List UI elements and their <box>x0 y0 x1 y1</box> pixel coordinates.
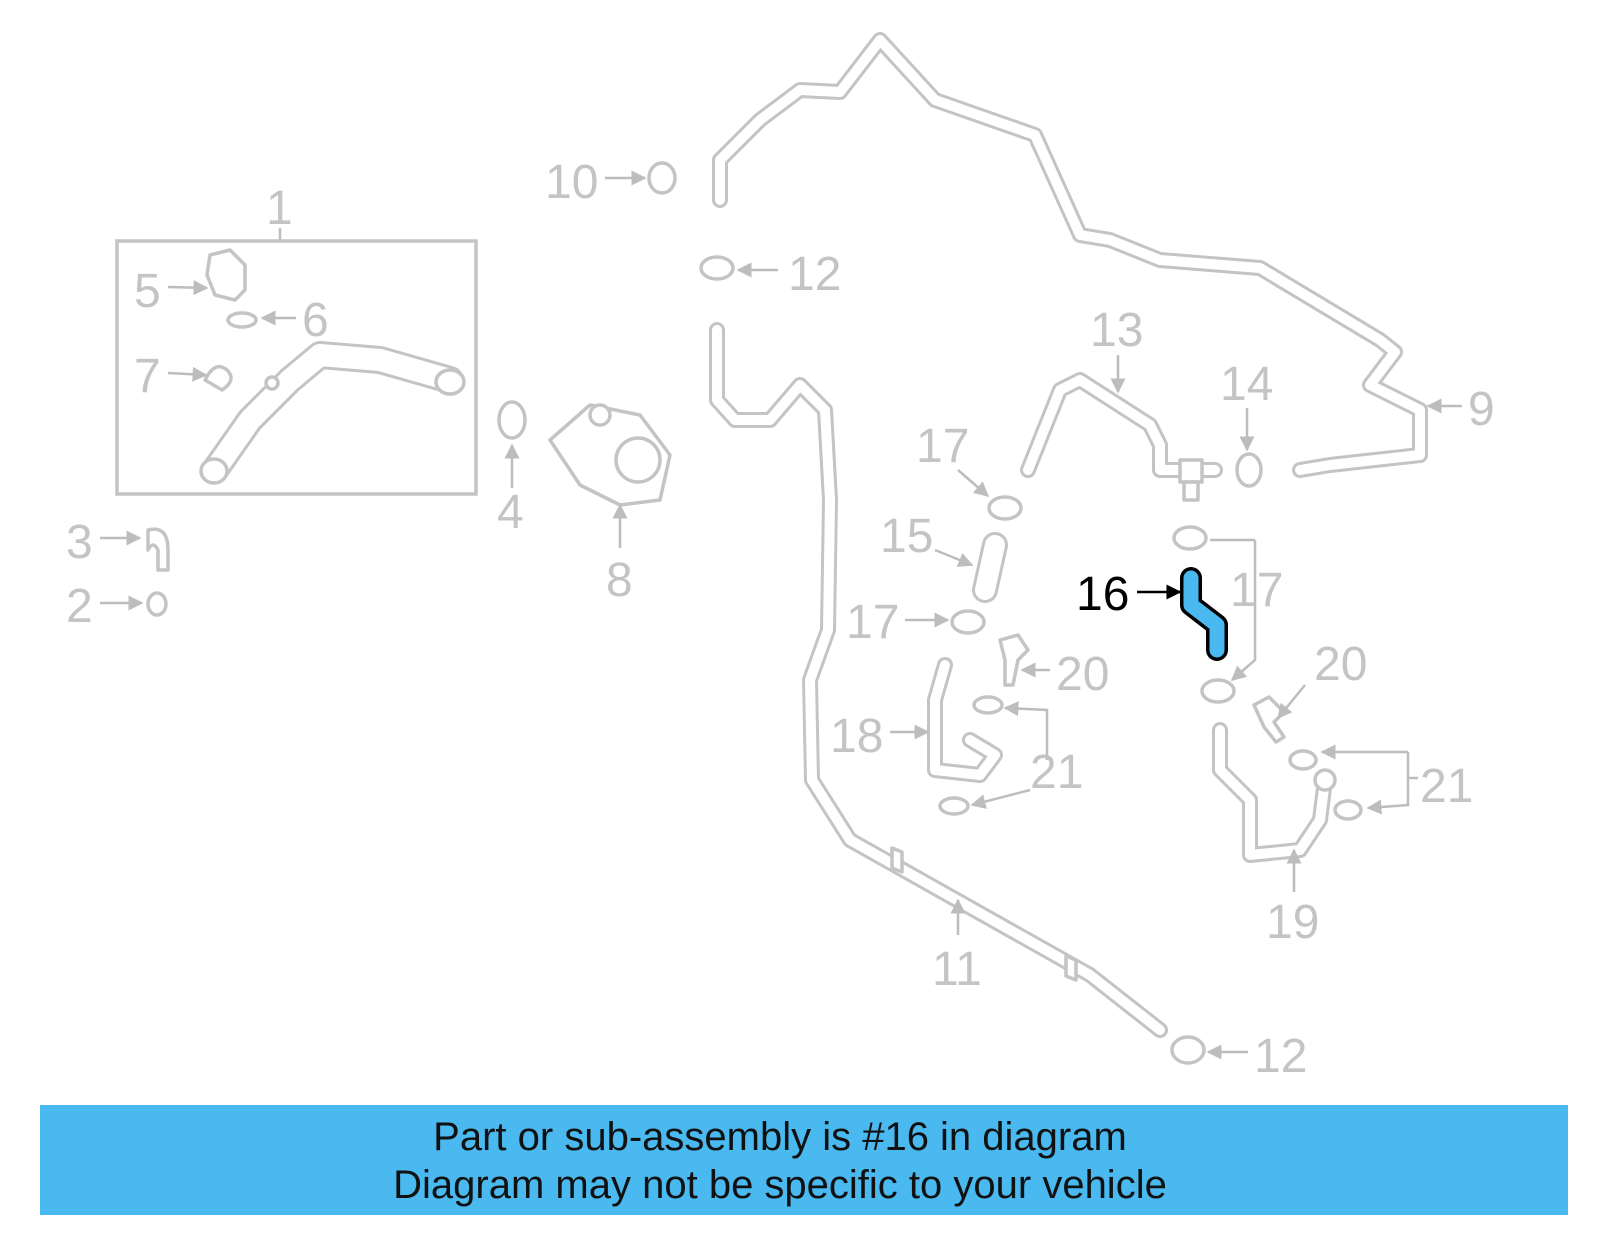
callout-1: 1 <box>266 182 293 235</box>
part-10-clamp <box>647 161 677 195</box>
part-14-clamp <box>1235 452 1263 488</box>
part-16-hose-highlighted <box>1180 567 1228 661</box>
callout-10: 10 <box>545 156 598 209</box>
part-2-washer <box>146 591 168 617</box>
part-21a-washer <box>972 695 1004 715</box>
callout-17-upper: 17 <box>916 420 969 473</box>
callout-20-right: 20 <box>1314 638 1367 691</box>
part-17c-clamp-bottom <box>1200 678 1236 704</box>
callout-9: 9 <box>1468 383 1495 436</box>
banner-disclaimer: Diagram may not be specific to your vehi… <box>393 1163 1167 1207</box>
part-3-clip <box>146 527 170 572</box>
part-18-pipe <box>927 657 1003 783</box>
part-12b-clamp <box>1170 1035 1206 1065</box>
banner-part-note: Part or sub-assembly is #16 in diagram <box>433 1115 1127 1159</box>
info-banner: Part or sub-assembly is #16 in diagram D… <box>40 1105 1568 1215</box>
callout-15: 15 <box>880 510 933 563</box>
part-17c-clamp-top <box>1172 525 1208 551</box>
pipe-11 <box>709 322 1168 1038</box>
part-21b-washer <box>938 796 970 816</box>
callout-12-top: 12 <box>788 248 841 301</box>
callout-21-right: 21 <box>1420 760 1473 813</box>
pipe-9 <box>712 32 1428 478</box>
part-21c-washer <box>1288 749 1318 771</box>
callout-20-left: 20 <box>1056 648 1109 701</box>
part-17b-clamp <box>950 609 986 635</box>
part-19-pipe <box>1212 722 1337 863</box>
part-17a-clamp <box>987 495 1023 521</box>
callout-4: 4 <box>497 486 524 539</box>
callout-17-middle: 17 <box>846 596 899 649</box>
leader-lines <box>100 170 1462 1060</box>
part-20b-bolt <box>1252 695 1286 744</box>
callout-8: 8 <box>606 554 633 607</box>
part-21d-washer <box>1333 799 1363 821</box>
callout-18: 18 <box>830 710 883 763</box>
assembly-1-box <box>115 239 478 496</box>
callout-6: 6 <box>302 294 329 347</box>
callout-7: 7 <box>134 350 161 403</box>
part-8-housing <box>548 403 672 507</box>
part-15-hose <box>972 532 1008 603</box>
callout-16-highlighted: 16 <box>1076 568 1129 621</box>
callout-3: 3 <box>66 516 93 569</box>
callout-12-bottom: 12 <box>1254 1030 1307 1083</box>
callout-17-right: 17 <box>1230 564 1283 617</box>
callout-5: 5 <box>134 265 161 318</box>
pipe-13 <box>1020 372 1223 502</box>
callout-2: 2 <box>66 580 93 633</box>
part-20a-bolt <box>998 633 1030 687</box>
part-4-clamp <box>497 400 527 440</box>
part-12a-clamp <box>699 255 735 281</box>
callout-11: 11 <box>932 943 982 996</box>
callout-13: 13 <box>1090 304 1143 357</box>
callout-14: 14 <box>1220 358 1273 411</box>
callout-21-left: 21 <box>1030 746 1083 799</box>
callout-19: 19 <box>1266 896 1319 949</box>
